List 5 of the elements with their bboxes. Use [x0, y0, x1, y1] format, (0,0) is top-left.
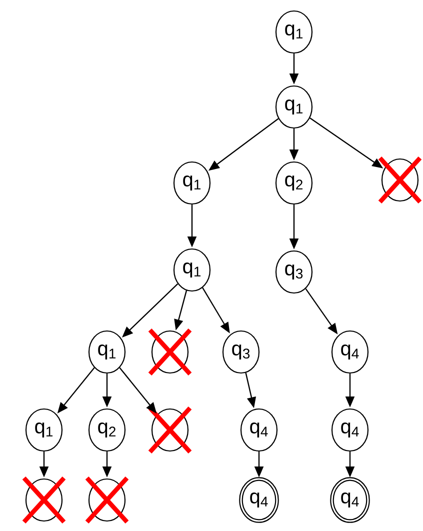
rejected-state-circle — [148, 328, 192, 376]
rejected-state-circle — [148, 406, 192, 454]
rejected-state-circle — [22, 476, 66, 524]
rejected-state-circle — [85, 476, 129, 524]
rejected-state-circle — [378, 156, 422, 204]
